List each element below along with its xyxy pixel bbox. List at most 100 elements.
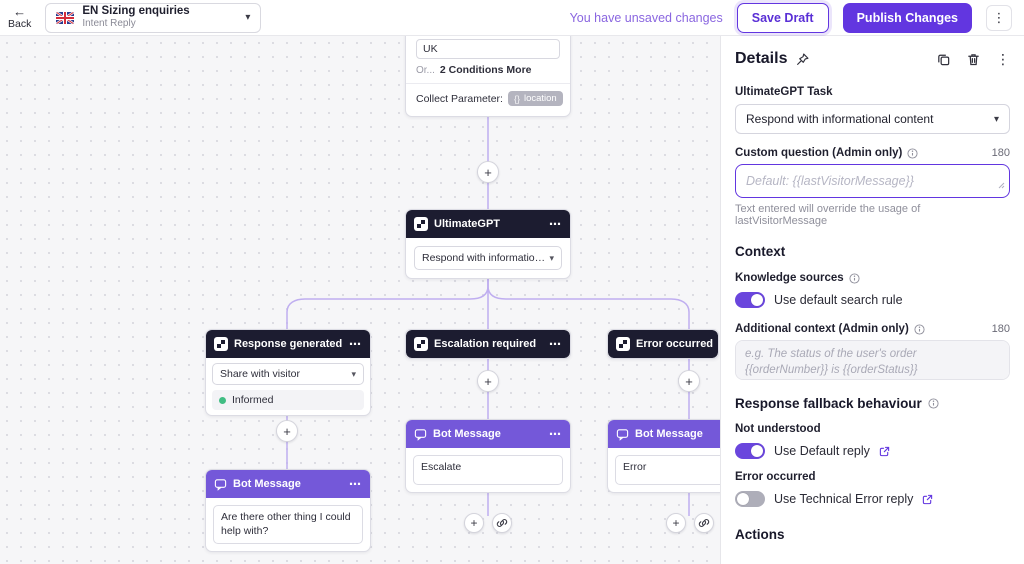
condition-node[interactable]: Button Text UK Or... 2 Conditions More C… [405,36,571,117]
add-block-button[interactable]: + [276,420,298,442]
link-block-button[interactable] [694,513,714,533]
node-title: Escalation required [434,338,537,350]
or-prefix-label: Or... [416,64,435,76]
default-search-label: Use default search rule [774,293,903,307]
copy-button[interactable] [936,52,951,67]
parameter-name: location [523,93,557,104]
task-select[interactable]: Respond with informational content ▾ [735,104,1010,134]
add-block-button[interactable]: + [464,513,484,533]
uk-flag-icon [56,11,75,24]
link-block-button[interactable] [492,513,512,533]
default-reply-label: Use Default reply [774,444,870,458]
external-link-icon[interactable] [922,494,933,505]
bot-message-header[interactable]: Bot Message ⋯ [608,420,720,448]
bot-message-text[interactable]: Error [615,455,720,485]
bot-message-node[interactable]: Bot Message ⋯ Escalate [405,419,571,493]
main-area: Button Text UK Or... 2 Conditions More C… [0,36,1024,564]
flow-subtitle: Intent Reply [82,18,136,30]
bot-message-header[interactable]: Bot Message ⋯ [206,470,370,498]
add-block-button[interactable]: + [477,161,499,183]
node-menu-button[interactable]: ⋯ [549,337,562,351]
default-reply-toggle[interactable] [735,443,765,459]
ultimategpt-node-header[interactable]: UltimateGPT ⋯ [406,210,570,238]
panel-menu-button[interactable]: ⋮ [996,50,1010,67]
additional-context-textarea[interactable] [735,340,1010,380]
status-label: Informed [232,394,274,406]
parameter-chip[interactable]: {} location [507,91,563,106]
ultimategpt-icon [414,217,428,231]
info-icon [907,147,918,159]
braces-icon: {} [513,93,520,104]
error-occurred-icon [616,337,630,351]
flow-canvas[interactable]: Button Text UK Or... 2 Conditions More C… [0,36,720,564]
not-understood-label: Not understood [735,423,821,435]
info-icon [914,323,925,335]
escalation-required-node[interactable]: Escalation required ⋯ [405,329,571,359]
share-with-visitor-dropdown[interactable]: Share with visitor ▾ [212,363,364,385]
add-block-button[interactable]: + [477,370,499,392]
task-select-value: Respond with informational content [746,112,934,126]
bot-message-node[interactable]: Bot Message ⋯ Are there other thing I co… [205,469,371,553]
technical-error-toggle[interactable] [735,491,765,507]
escalation-node-header[interactable]: Escalation required ⋯ [406,330,570,358]
bot-message-node[interactable]: Bot Message ⋯ Error [607,419,720,493]
external-link-icon[interactable] [879,446,890,457]
node-title: Error occurred [636,338,714,350]
chevron-down-icon: ▾ [993,113,999,125]
ultimategpt-node[interactable]: UltimateGPT ⋯ Respond with informationa.… [405,209,571,279]
node-title: Response generated [234,338,343,350]
chevron-down-icon: ▾ [245,12,251,23]
flow-selector[interactable]: EN Sizing enquiries Intent Reply ▾ [45,2,262,33]
collect-parameter-label: Collect Parameter: [416,92,503,105]
actions-heading: Actions [735,527,785,542]
add-block-button[interactable]: + [666,513,686,533]
share-mode-value: Share with visitor [220,368,300,380]
char-counter: 180 [991,147,1010,159]
conditions-more-link[interactable]: 2 Conditions More [439,64,532,76]
chat-bubble-icon [616,428,629,441]
node-title: Bot Message [635,428,703,440]
error-occurred-label: Error occurred [735,471,816,483]
status-dot-icon [219,396,226,404]
custom-question-help: Text entered will override the usage of … [735,203,921,227]
publish-changes-button[interactable]: Publish Changes [842,2,972,33]
bot-message-text[interactable]: Escalate [413,455,563,485]
bot-message-header[interactable]: Bot Message ⋯ [406,420,570,448]
gpt-task-dropdown[interactable]: Respond with informationa... ▾ [414,246,562,270]
divider [406,83,570,84]
add-block-button[interactable]: + [678,370,700,392]
default-search-toggle[interactable] [735,292,765,308]
more-options-button[interactable]: ⋮ [986,4,1012,31]
response-node-header[interactable]: Response generated ⋯ [206,330,370,358]
error-node-header[interactable]: Error occurred ⋯ [608,330,718,358]
custom-question-input[interactable] [735,164,1010,198]
node-menu-button[interactable]: ⋯ [549,427,562,441]
node-menu-button[interactable]: ⋯ [349,477,362,491]
back-button[interactable]: ← Back [8,4,32,31]
char-counter: 180 [991,323,1010,335]
button-text-input[interactable]: UK [416,39,560,59]
error-occurred-node[interactable]: Error occurred ⋯ [607,329,719,359]
node-title: UltimateGPT [434,218,501,230]
panel-title: Details [735,50,788,67]
back-label: Back [8,17,32,30]
save-draft-button[interactable]: Save Draft [736,2,829,33]
topbar: ← Back EN Sizing enquiries Intent Reply … [0,0,1024,36]
delete-button[interactable] [966,52,981,67]
custom-question-label: Custom question (Admin only) [735,147,903,159]
chevron-down-icon: ▾ [351,368,356,379]
gpt-task-value: Respond with informationa... [422,252,546,264]
response-generated-node[interactable]: Response generated ⋯ Share with visitor … [205,329,371,416]
chevron-down-icon: ▾ [549,252,554,263]
node-menu-button[interactable]: ⋯ [549,217,562,231]
response-generated-icon [214,337,228,351]
flow-title: EN Sizing enquiries [82,4,190,17]
bot-message-text[interactable]: Are there other thing I could help with? [213,505,363,545]
escalation-required-icon [414,337,428,351]
node-menu-button[interactable]: ⋯ [349,337,362,351]
pin-icon[interactable] [795,52,810,67]
context-heading: Context [735,244,786,259]
status-row: Informed [212,390,364,410]
link-icon [698,519,710,527]
